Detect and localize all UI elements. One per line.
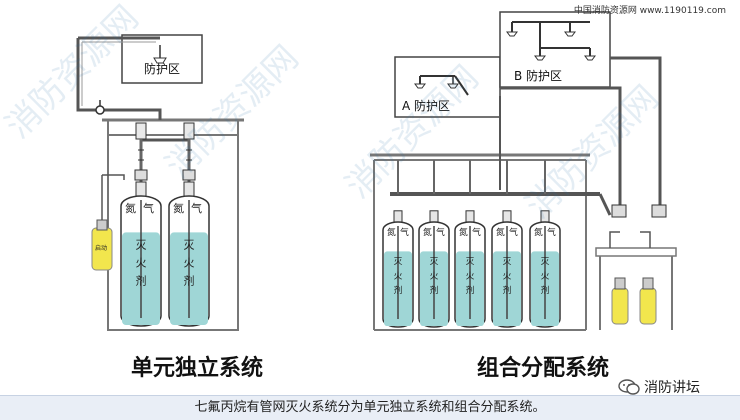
agent-cylinder: 氮气灭火剂 [168,181,210,327]
cylinder-agent-char: 灭 [184,238,195,251]
cylinder-top-char: 氮 [173,201,184,215]
left-main-pipe [76,36,162,120]
cylinder-agent-char: 剂 [184,273,195,287]
cylinder-agent-char: 火 [430,272,439,282]
selector-valve-b [651,204,667,218]
cylinder-agent-char: 剂 [466,284,475,296]
cylinder-agent-char: 灭 [136,238,147,251]
b-zone-box [499,11,611,88]
site-url: 中国消防资源网 www.1190119.com [573,6,726,16]
agent-cylinder: 氮气灭火剂 [382,210,414,328]
agent-cylinder: 氮气灭火剂 [418,210,450,328]
cylinder-agent-char: 灭 [430,256,439,267]
cylinder-agent-char: 火 [503,272,512,282]
agent-cylinder: 氮气灭火剂 [120,181,162,327]
start-cylinder: 启动 [91,219,113,271]
cylinder-top-char: 气 [547,226,556,238]
cylinder-agent-char: 剂 [394,284,403,296]
cylinder-top-char: 氮 [125,201,136,215]
svg-text:启动: 启动 [95,244,107,252]
caption-left: 单元独立系统 [130,356,263,381]
cylinder-agent-char: 火 [466,272,475,282]
brand: 消防讲坛 [618,377,700,397]
agent-cylinder: 氮气灭火剂 [491,210,523,328]
agent-cylinder: 氮气灭火剂 [529,210,561,328]
cylinder-agent-char: 火 [184,256,195,269]
agent-cylinder: 氮气灭火剂 [454,210,486,328]
wechat-icon [618,379,640,395]
brand-label: 消防讲坛 [644,380,700,396]
cylinder-top-char: 氮 [496,226,505,238]
start-cylinder-b [639,277,657,325]
cylinder-agent-char: 灭 [503,256,512,267]
b-zone-label: B 防护区 [514,68,562,83]
cylinder-agent-char: 剂 [503,284,512,296]
cylinder-top-char: 气 [472,226,481,238]
cylinder-top-char: 氮 [423,226,432,238]
a-zone-label: A 防护区 [402,98,450,113]
cylinder-agent-char: 剂 [430,284,439,296]
cylinder-top-char: 气 [191,201,202,215]
cylinder-top-char: 气 [400,226,409,238]
cylinder-agent-char: 灭 [466,256,475,267]
cylinder-agent-char: 剂 [541,284,550,296]
cylinder-agent-char: 灭 [394,256,403,267]
cylinder-top-char: 气 [143,201,154,215]
cylinder-agent-char: 灭 [541,256,550,267]
caption-right: 组合分配系统 [476,356,609,381]
bottom-caption: 七氟丙烷有管网灭火系统分为单元独立系统和组合分配系统。 [0,395,740,420]
cylinder-agent-char: 火 [541,272,550,282]
cylinder-top-char: 氮 [387,226,396,238]
cylinder-agent-char: 剂 [136,273,147,287]
cylinder-top-char: 气 [509,226,518,238]
cylinder-top-char: 氮 [459,226,468,238]
cylinder-top-char: 气 [436,226,445,238]
svg-text:消防资源网: 消防资源网 [518,78,666,226]
selector-valve-a [611,204,627,218]
cylinder-agent-char: 火 [136,256,147,269]
left-system: 防护区 启动 [76,34,244,331]
a-zone-box [394,56,501,118]
cylinder-top-char: 氮 [534,226,543,238]
right-system: A 防护区 B 防护区 氮 [370,11,677,331]
left-zone-label: 防护区 [144,61,180,76]
start-cylinder-a [611,277,629,325]
cylinder-agent-char: 火 [394,272,403,282]
